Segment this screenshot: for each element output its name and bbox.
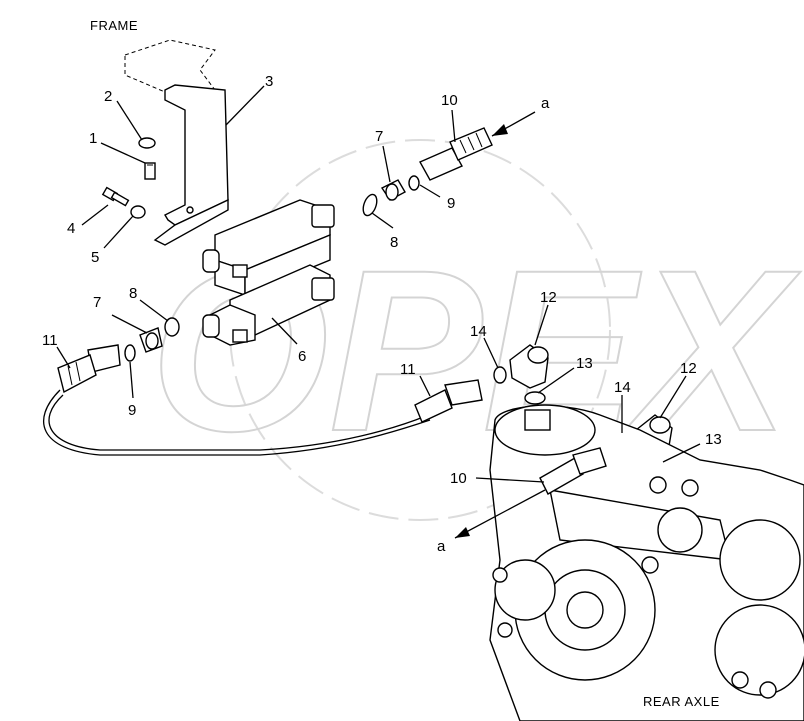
callout-12-left: 12: [540, 289, 557, 306]
oring-14-left: [493, 366, 507, 384]
connector-lower: [311, 277, 335, 301]
callout-11-left: 11: [42, 332, 58, 349]
arrow-a-upper: [491, 111, 536, 137]
callout-14-left: 14: [470, 323, 487, 340]
callout-1: 1: [89, 130, 97, 147]
rear-axle-caption: REAR AXLE: [643, 694, 720, 709]
callout-8-lower: 8: [129, 285, 137, 302]
rear-axle: [489, 404, 804, 721]
adapter-7-lower: [139, 327, 163, 353]
callout-2: 2: [104, 88, 112, 105]
callout-8-upper: 8: [390, 234, 398, 251]
watermark-gear: [229, 139, 611, 521]
callout-7-upper: 7: [375, 128, 383, 145]
hose-end-10-upper: [419, 127, 493, 181]
solenoid-knob-upper: [202, 249, 220, 273]
callout-a-upper: a: [541, 95, 550, 112]
callout-3: 3: [265, 73, 273, 90]
callout-5: 5: [91, 249, 99, 266]
elbow-12-left: [509, 344, 549, 389]
frame-outline: [124, 39, 216, 93]
arrow-a-lower: [454, 489, 546, 539]
washer-5: [130, 205, 146, 219]
oring-8-lower: [164, 317, 180, 337]
callout-14-right: 14: [614, 379, 631, 396]
hose-11: [43, 389, 431, 456]
callout-6: 6: [298, 348, 306, 365]
callout-11-right: 11: [400, 361, 416, 378]
callout-13-right: 13: [705, 431, 722, 448]
oring-9-lower: [124, 344, 136, 362]
leader-lines: [56, 85, 701, 483]
oring-8-upper: [362, 193, 378, 217]
bracket-foot: [153, 198, 229, 246]
hose-end-11-right: [414, 379, 483, 423]
callout-a-lower: a: [437, 538, 446, 555]
solenoid-knob-lower: [202, 314, 220, 338]
frame-plate: [124, 39, 216, 93]
screw-1: [144, 162, 156, 180]
screw-4: [101, 186, 130, 207]
callout-10-lower: 10: [450, 470, 467, 487]
hose-end-11-left: [57, 344, 121, 394]
callout-7-lower: 7: [93, 294, 101, 311]
washer-2: [138, 137, 156, 149]
frame-caption: FRAME: [90, 18, 138, 33]
callout-10-upper: 10: [441, 92, 458, 109]
callout-9-lower: 9: [128, 402, 136, 419]
callout-4: 4: [67, 220, 75, 237]
bracket: [153, 84, 229, 246]
oring-13-left: [524, 391, 546, 405]
callout-13-left: 13: [576, 355, 593, 372]
yoke: [494, 559, 556, 621]
callout-9-upper: 9: [447, 195, 455, 212]
callout-12-right: 12: [680, 360, 697, 377]
adapter-7-upper: [380, 179, 406, 201]
hose-end-10-lower: [539, 447, 607, 495]
oring-9-upper: [408, 175, 420, 191]
valve-block: [202, 199, 335, 346]
connector-upper: [311, 204, 335, 228]
bracket-body: [164, 84, 229, 226]
